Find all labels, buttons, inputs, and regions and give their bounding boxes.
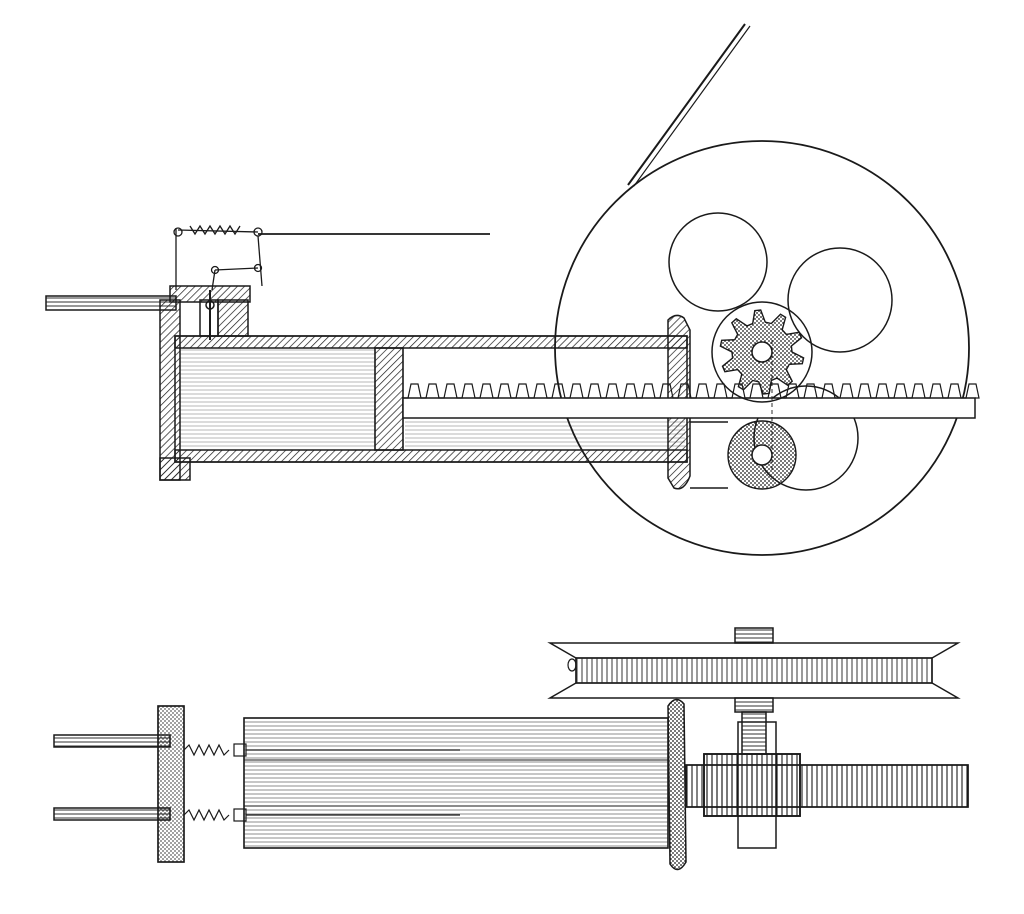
piston — [374, 347, 404, 451]
toothed-rack — [402, 383, 980, 419]
drive-belt — [627, 23, 751, 187]
upper-pinion — [711, 301, 813, 403]
cylinder-head — [159, 299, 191, 481]
cylinder-barrel — [174, 335, 688, 463]
lower-shaft-hub — [690, 420, 797, 490]
pulley-shaft — [741, 711, 767, 755]
valve-chest — [169, 285, 251, 340]
end-plate-left — [157, 705, 185, 863]
inlet-pipes-plan — [53, 734, 171, 821]
side-section-view — [45, 23, 980, 556]
pinion-plan — [703, 721, 801, 849]
flywheel-spoke-hole-right — [787, 247, 893, 353]
plan-view — [53, 627, 969, 871]
valve-springs-plan — [183, 743, 460, 822]
inlet-pipe — [45, 295, 177, 311]
pulley — [547, 627, 961, 713]
cylinder-body-plan — [243, 717, 669, 849]
spring-linkage — [173, 224, 490, 291]
end-flange-right — [667, 698, 687, 871]
flywheel-spoke-hole-upper — [668, 212, 768, 312]
